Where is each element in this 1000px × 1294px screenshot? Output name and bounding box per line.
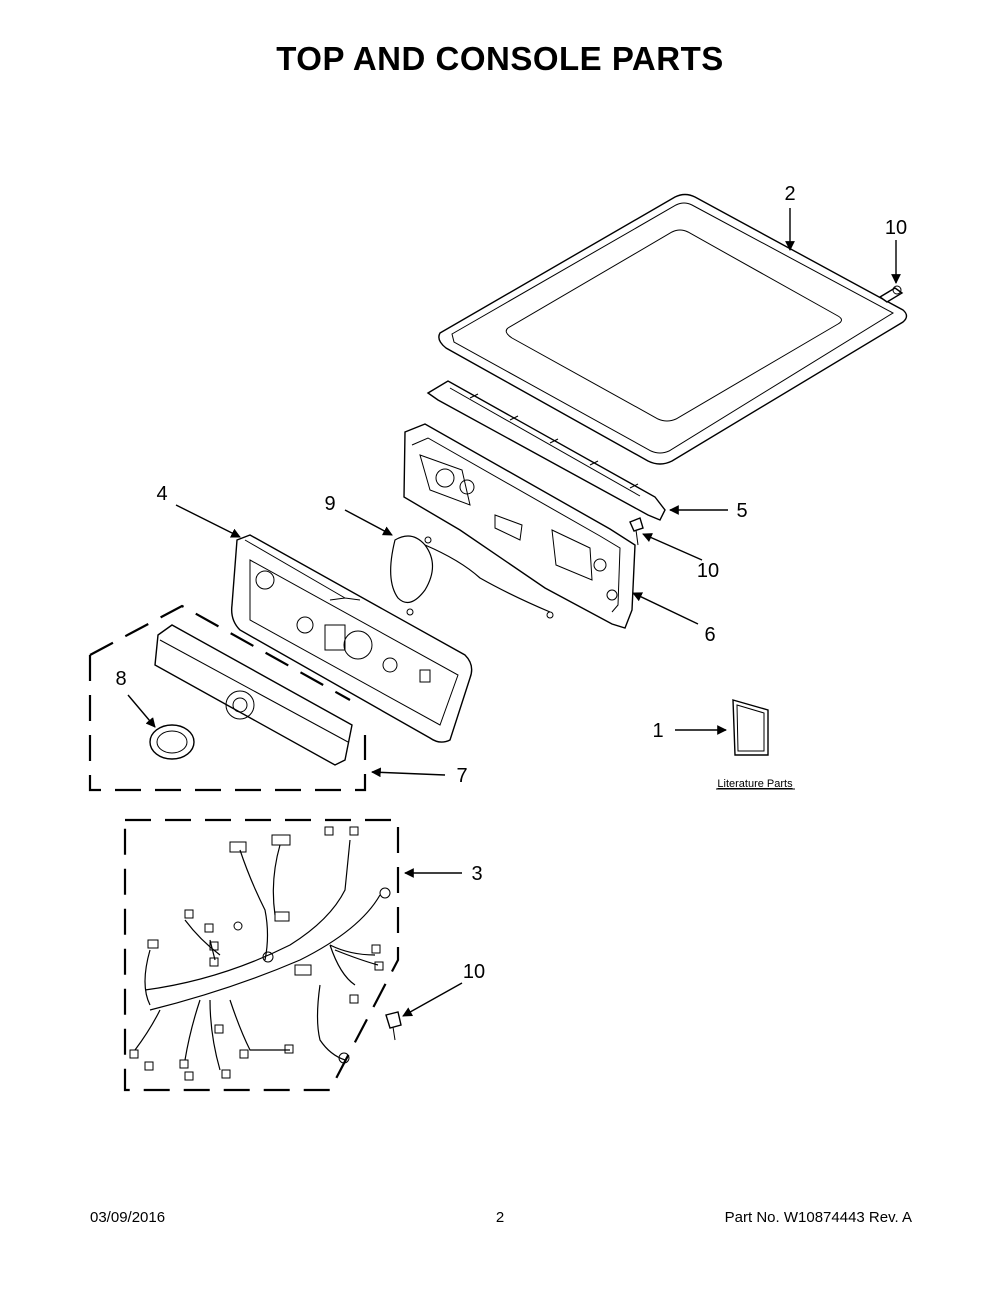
callout-7: 7 [456,765,467,787]
screw-top [878,285,904,303]
knob [149,724,195,760]
callout-3: 3 [471,863,482,885]
console-overlay-group [88,604,367,792]
callout-8: 8 [115,668,126,690]
page-title: TOP AND CONSOLE PARTS [276,40,724,77]
callout-10-bracket: 10 [697,560,719,582]
literature-booklet [732,699,769,756]
screw-bracket [629,517,644,546]
console [230,534,473,743]
wire-harness [123,818,400,1092]
console-bracket [426,380,666,521]
callout-9: 9 [324,493,335,515]
callout-4: 4 [156,483,167,505]
footer-page-number: 2 [495,1209,505,1226]
footer-date: 03/09/2016 [90,1209,166,1226]
callout-10-top: 10 [885,217,907,239]
screw-harness [385,1011,402,1041]
literature-parts-label: Literature Parts [717,778,793,790]
top-panel [438,193,908,465]
callout-2: 2 [784,183,795,205]
callout-1: 1 [652,720,663,742]
callout-6: 6 [704,624,715,646]
wire-ring [390,535,554,619]
console-back-panel [403,423,636,629]
callout-5: 5 [736,500,747,522]
footer-part-number: Part No. W10874443 Rev. A [724,1209,912,1226]
leader-arrows [127,208,901,1017]
callout-10-harness: 10 [463,961,485,983]
